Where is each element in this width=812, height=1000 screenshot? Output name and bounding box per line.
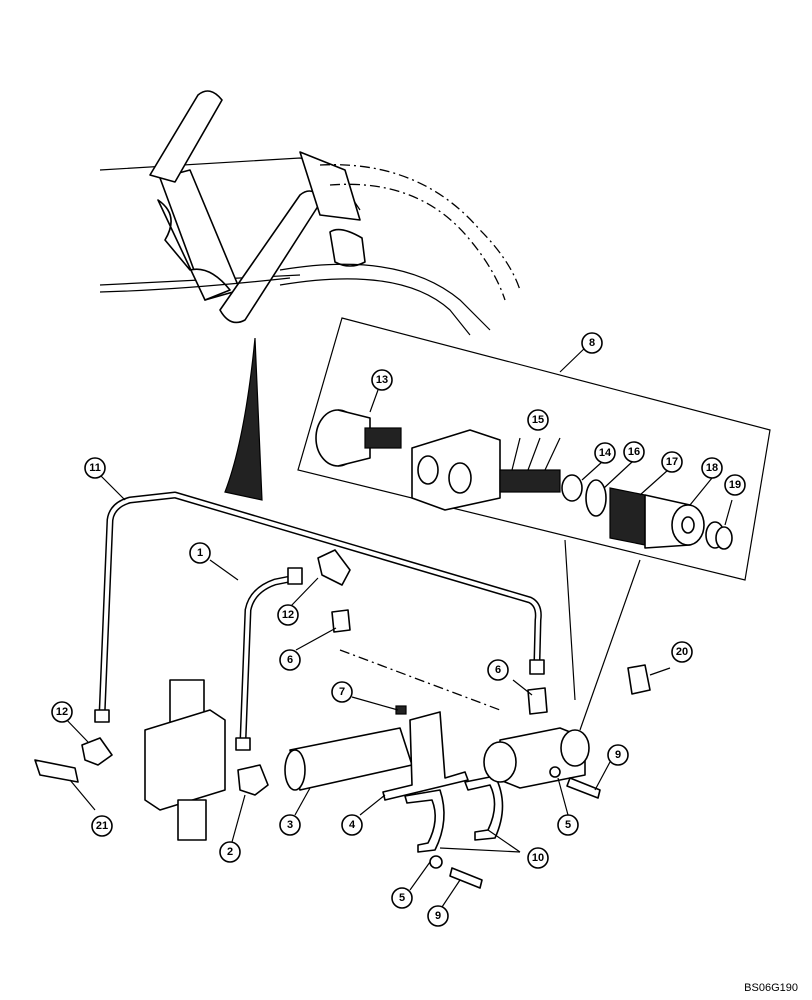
svg-text:9: 9 xyxy=(435,910,441,922)
valve-body xyxy=(483,727,590,789)
cylinder-mount xyxy=(144,679,226,841)
svg-text:10: 10 xyxy=(532,852,544,864)
callout-6: 6 xyxy=(487,659,509,681)
fitting-6 xyxy=(527,687,548,715)
svg-text:6: 6 xyxy=(495,664,501,676)
direction-arrow xyxy=(224,337,263,501)
bracket-4 xyxy=(382,711,469,801)
svg-text:20: 20 xyxy=(676,646,688,658)
svg-text:7: 7 xyxy=(339,686,345,698)
callout-13: 13 xyxy=(371,369,393,391)
callout-12: 12 xyxy=(51,701,73,723)
tube-1 xyxy=(235,567,303,751)
svg-text:12: 12 xyxy=(56,706,68,718)
svg-text:13: 13 xyxy=(376,374,388,386)
callout-16: 16 xyxy=(623,441,645,463)
callout-6: 6 xyxy=(279,649,301,671)
elbow-fitting-12 xyxy=(317,549,351,586)
bolt-9 xyxy=(566,777,601,799)
callout-5: 5 xyxy=(557,814,579,836)
callout-8: 8 xyxy=(581,332,603,354)
callout-19: 19 xyxy=(724,474,746,496)
callout-4: 4 xyxy=(341,814,363,836)
callout-3: 3 xyxy=(279,814,301,836)
svg-text:14: 14 xyxy=(599,447,612,459)
callout-18: 18 xyxy=(701,457,723,479)
svg-text:17: 17 xyxy=(666,456,678,468)
callout-9: 9 xyxy=(607,744,629,766)
bolt-9 xyxy=(449,867,483,889)
svg-text:5: 5 xyxy=(399,892,405,904)
callout-11: 11 xyxy=(84,457,106,479)
svg-text:11: 11 xyxy=(89,462,101,474)
washer-5 xyxy=(549,766,561,778)
callout-7: 7 xyxy=(331,681,353,703)
svg-text:15: 15 xyxy=(532,414,544,426)
svg-text:1: 1 xyxy=(197,547,203,559)
svg-text:6: 6 xyxy=(287,654,293,666)
svg-text:18: 18 xyxy=(706,462,718,474)
reference-code: BS06G190 xyxy=(744,982,798,994)
callout-20: 20 xyxy=(671,641,693,663)
strap-10 xyxy=(464,775,504,841)
svg-text:9: 9 xyxy=(615,749,621,761)
svg-text:16: 16 xyxy=(628,446,640,458)
svg-text:4: 4 xyxy=(349,819,356,831)
callout-2: 2 xyxy=(219,841,241,863)
callout-1: 1 xyxy=(189,542,211,564)
svg-text:3: 3 xyxy=(287,819,293,831)
svg-text:21: 21 xyxy=(96,820,108,832)
callout-15: 15 xyxy=(527,409,549,431)
accumulator-3 xyxy=(284,727,413,791)
svg-text:2: 2 xyxy=(227,846,233,858)
callout-17: 17 xyxy=(661,451,683,473)
tube-11 xyxy=(94,491,545,723)
callout-9: 9 xyxy=(427,905,449,927)
callout-12: 12 xyxy=(277,604,299,626)
callout-10: 10 xyxy=(527,847,549,869)
connector-21 xyxy=(34,759,79,783)
svg-text:8: 8 xyxy=(589,337,595,349)
switch-20 xyxy=(627,664,651,695)
leader-lines xyxy=(61,344,733,911)
washer-5 xyxy=(429,855,443,869)
callout-5: 5 xyxy=(391,887,413,909)
elbow-fitting-12 xyxy=(81,737,113,766)
svg-text:19: 19 xyxy=(729,479,741,491)
svg-text:12: 12 xyxy=(282,609,294,621)
strap-10 xyxy=(404,789,445,853)
callout-21: 21 xyxy=(91,815,113,837)
callout-14: 14 xyxy=(594,442,616,464)
svg-text:5: 5 xyxy=(565,819,571,831)
elbow-fitting-2 xyxy=(237,764,269,796)
machine-frame-view xyxy=(99,90,521,336)
fitting-6 xyxy=(331,609,351,633)
valve-exploded-box xyxy=(297,317,771,731)
